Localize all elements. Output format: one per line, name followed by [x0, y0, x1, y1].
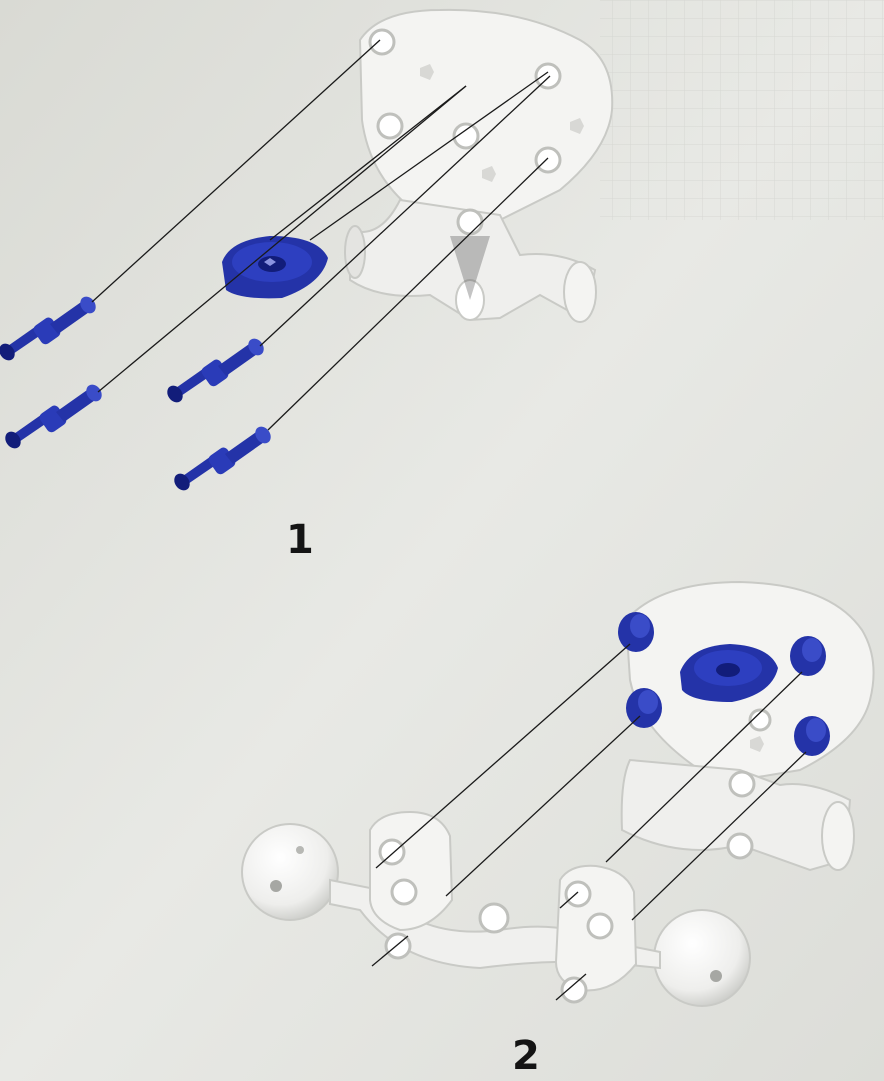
step-1-number: 1: [286, 517, 314, 563]
blue-pin-icon: [618, 612, 654, 652]
ball-joint-icon: [241, 810, 751, 1007]
step-2-frame: [620, 580, 875, 872]
blue-pin-icon: [794, 716, 830, 756]
guide-lines-step-1: [91, 39, 551, 431]
blue-bushing-icon: [680, 644, 778, 702]
blue-pin-icon: [790, 636, 826, 676]
step-1-frame: [344, 8, 614, 323]
blue-pin-icon: [626, 688, 662, 728]
step-2-number: 2: [512, 1033, 540, 1079]
guide-lines-step-2: [371, 643, 807, 1001]
blue-bushing-icon: [222, 236, 328, 299]
